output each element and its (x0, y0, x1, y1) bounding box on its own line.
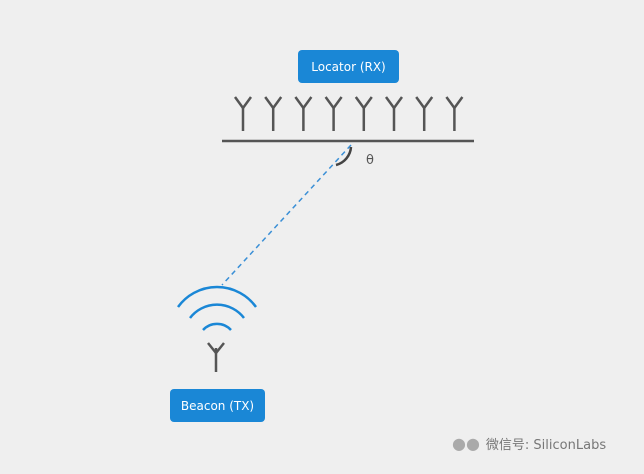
beacon-antenna-icon (207, 342, 225, 372)
antenna-icon (264, 96, 283, 131)
antenna-icon (233, 96, 253, 131)
wechat-icon: ●● (452, 434, 480, 453)
watermark-text: 微信号: SiliconLabs (485, 438, 607, 453)
wireless-waves-icon (176, 285, 258, 331)
antenna-icon (354, 96, 373, 131)
antenna-icon (324, 96, 343, 131)
antenna-icon (294, 96, 313, 131)
antenna-array (233, 96, 464, 131)
antenna-icon (384, 96, 404, 131)
signal-path-dashed-line (221, 144, 352, 286)
antenna-icon (445, 96, 464, 131)
antenna-icon (415, 96, 434, 131)
angle-theta-label: θ (366, 153, 374, 168)
watermark: ●● 微信号: SiliconLabs (452, 434, 606, 453)
beacon-tx-label: Beacon (TX) (170, 389, 265, 422)
locator-rx-label: Locator (RX) (298, 50, 399, 83)
angle-arc (335, 146, 353, 167)
